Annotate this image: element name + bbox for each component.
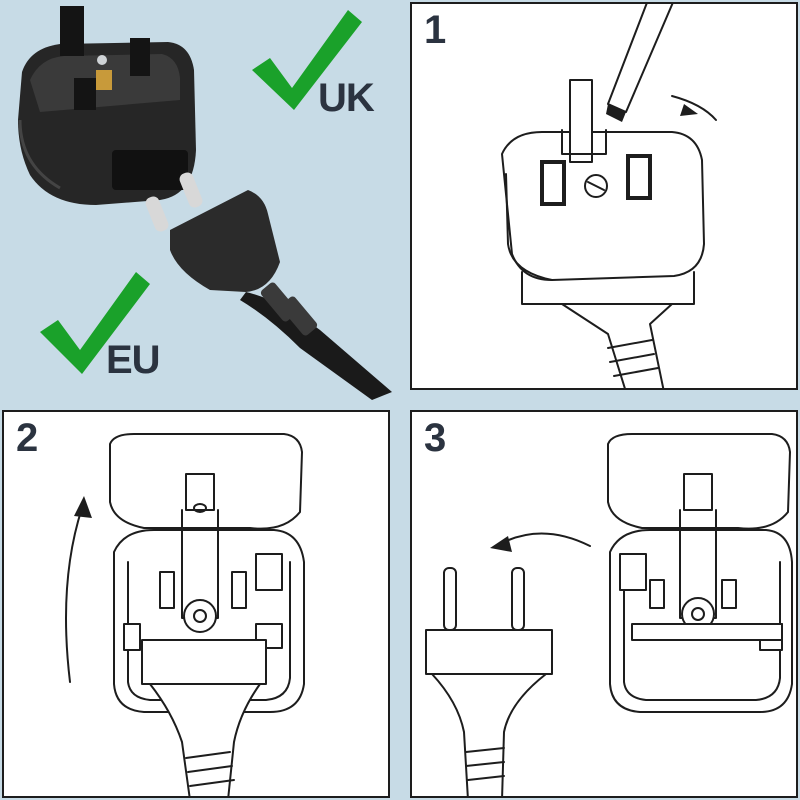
rotate-arrow-icon [671,95,717,121]
uk-adapter-photo [18,6,196,205]
curved-arrow-icon [65,507,83,683]
eu-plug-diagram [425,567,553,796]
adapter-photo [18,6,392,400]
curved-arrow-icon [490,536,512,552]
step-3-diagram [425,433,793,796]
step-1-diagram [501,4,717,388]
uk-label: UK [318,76,375,120]
step-number: 2 [16,416,39,460]
step-1-panel: 1 [410,2,798,390]
curved-arrow-icon [74,496,92,518]
step-2-panel: 2 [2,410,390,798]
eu-plug-photo [145,172,392,400]
step-number: 3 [424,416,447,460]
step-3-panel: 3 [410,410,798,798]
rotate-arrow-icon [680,104,698,116]
step-2-diagram [65,433,305,796]
eu-label: EU [106,338,161,382]
curved-arrow-icon [499,532,591,547]
check-icon [40,272,150,374]
screwdriver-icon [606,4,674,122]
step-number: 1 [424,8,447,52]
check-icon [252,10,362,110]
photo-panel: UK EU [0,0,408,400]
